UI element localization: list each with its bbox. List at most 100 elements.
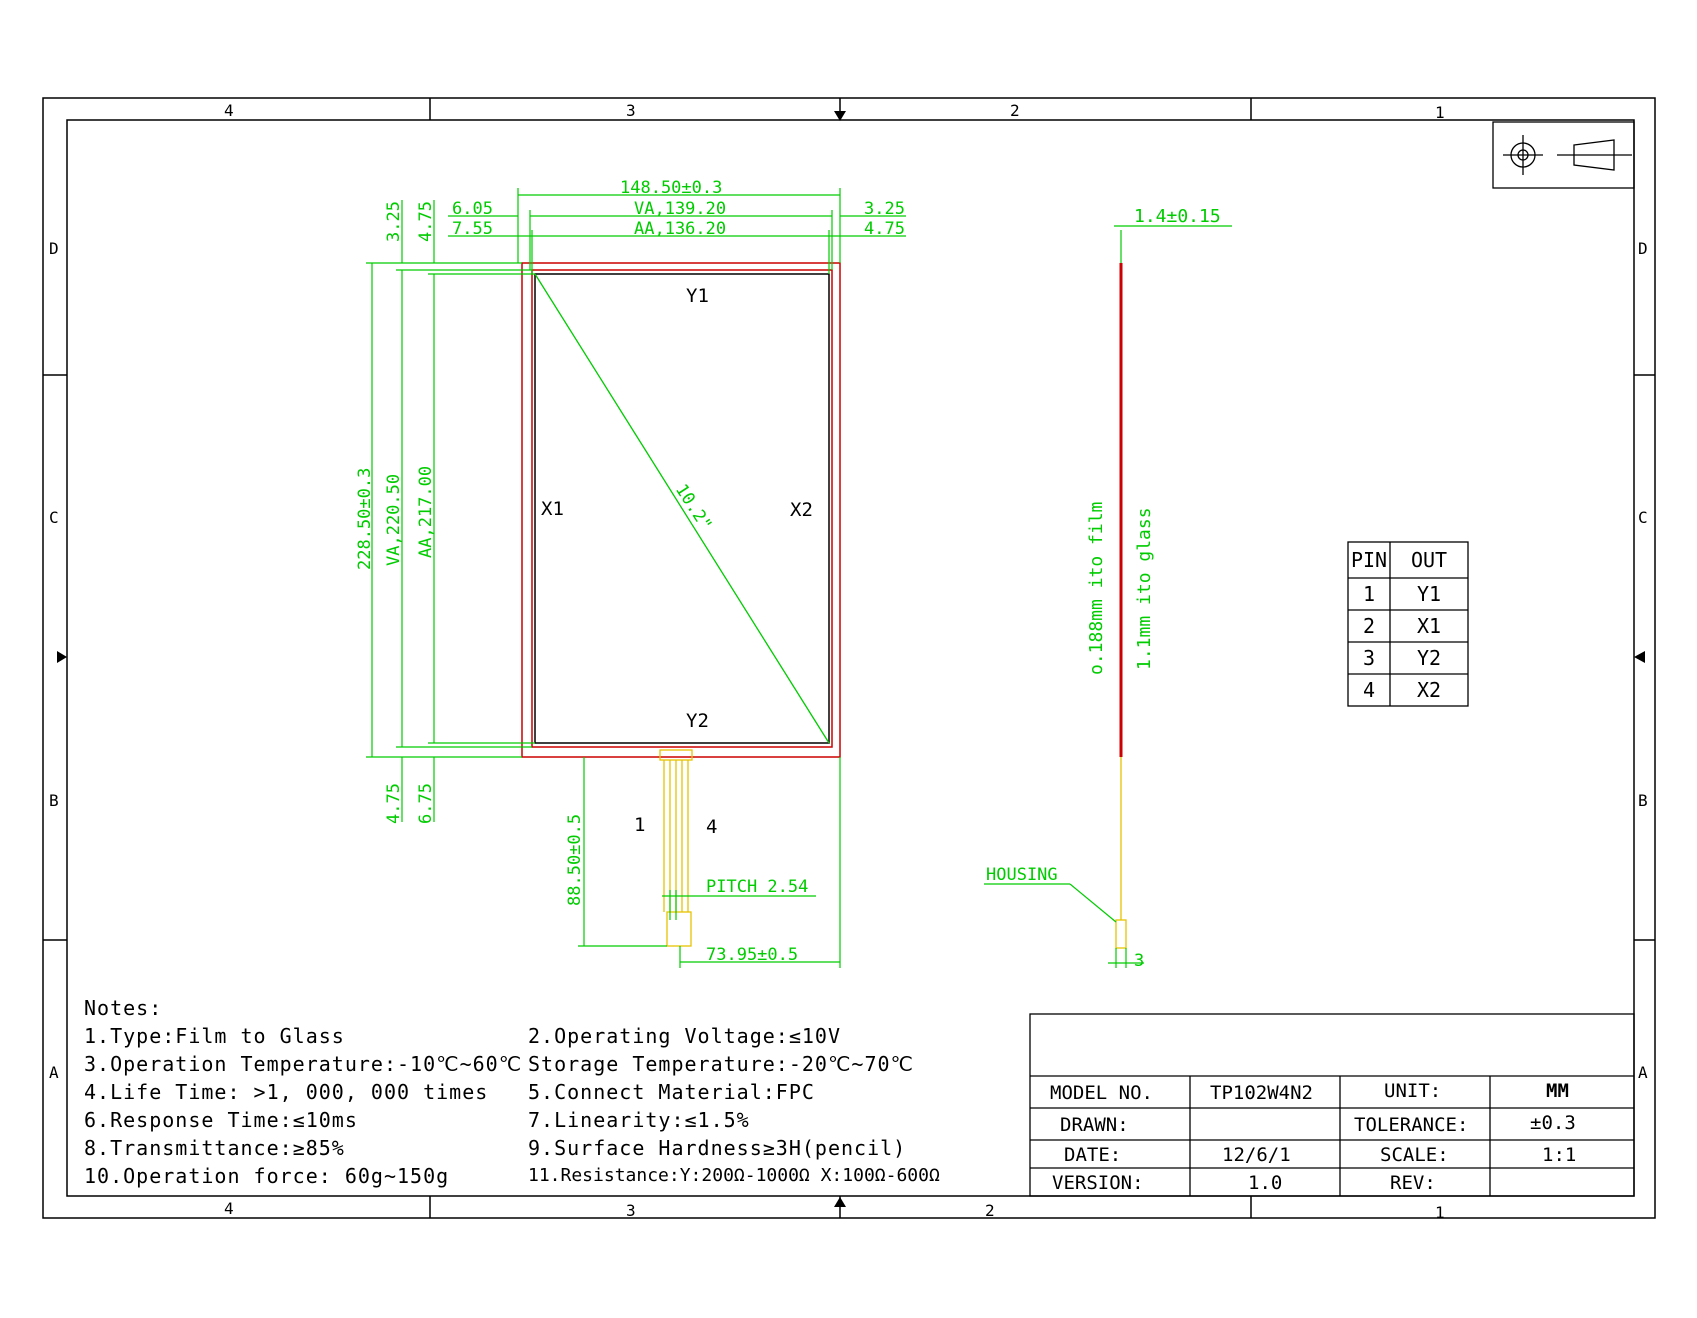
film-label: o.188mm ito film bbox=[1086, 502, 1107, 675]
tail-pin-4-label: 4 bbox=[706, 816, 717, 838]
dim-right-bottom: 4.75 bbox=[864, 219, 905, 239]
centering-marks bbox=[57, 98, 1645, 1218]
front-dimension-texts: 148.50±0.3 VA,139.20 AA,136.20 6.05 7.55… bbox=[355, 178, 905, 965]
rev-label: REV: bbox=[1390, 1172, 1436, 1194]
zone-left-b: B bbox=[49, 791, 59, 810]
zone-bottom-4: 4 bbox=[224, 1199, 234, 1218]
dim-right-top: 3.25 bbox=[864, 199, 905, 219]
side-view-texts: 1.4±0.15 o.188mm ito film 1.1mm ito glas… bbox=[986, 206, 1221, 971]
zone-right-c: C bbox=[1638, 508, 1648, 527]
sheet-frame bbox=[42, 97, 1656, 1219]
zone-right-a: A bbox=[1638, 1063, 1648, 1082]
pin-row-4-pin: 4 bbox=[1362, 678, 1376, 702]
version-label: VERSION: bbox=[1052, 1172, 1144, 1194]
zone-left-c: C bbox=[49, 508, 59, 527]
dim-thickness: 1.4±0.15 bbox=[1134, 206, 1221, 227]
pin-row-3-pin: 3 bbox=[1362, 646, 1376, 670]
dim-top-b: 4.75 bbox=[416, 201, 436, 242]
note-3: 3.Operation Temperature:-10℃~60℃ bbox=[84, 1052, 523, 1076]
zone-top-1: 1 bbox=[1435, 103, 1445, 122]
pin-table-grid bbox=[1347, 541, 1469, 707]
dim-top-a: 3.25 bbox=[384, 201, 404, 242]
dim-width-overall: 148.50±0.3 bbox=[620, 178, 722, 198]
projection-symbol bbox=[1492, 121, 1635, 189]
dim-tail-offset: 73.95±0.5 bbox=[706, 945, 798, 965]
arrow-right-icon bbox=[57, 651, 67, 663]
version-value: 1.0 bbox=[1248, 1172, 1283, 1194]
pin-row-4-out: X2 bbox=[1416, 678, 1442, 702]
front-dimension-lines bbox=[366, 188, 906, 968]
drawn-label: DRAWN: bbox=[1060, 1114, 1129, 1136]
note-7: 7.Linearity:≤1.5% bbox=[528, 1108, 750, 1132]
pin-row-2-pin: 2 bbox=[1362, 614, 1376, 638]
dim-height-aa: AA,217.00 bbox=[416, 466, 436, 558]
dim-bottom-a: 4.75 bbox=[384, 783, 404, 824]
notes-title: Notes: bbox=[84, 996, 163, 1020]
dim-pitch: PITCH 2.54 bbox=[706, 877, 808, 897]
housing-dim: 3 bbox=[1134, 951, 1144, 971]
zone-left-a: A bbox=[49, 1063, 59, 1082]
unit-value: MM bbox=[1546, 1080, 1569, 1102]
model-value: TP102W4N2 bbox=[1210, 1082, 1313, 1104]
diagonal-line bbox=[534, 273, 830, 744]
electrode-y1-label: Y1 bbox=[686, 285, 709, 307]
note-4: 4.Life Time: >1, 000, 000 times bbox=[84, 1080, 489, 1104]
zone-bottom-1: 1 bbox=[1435, 1203, 1445, 1222]
housing-label: HOUSING bbox=[986, 865, 1058, 885]
zone-labels: 4 3 2 1 4 3 2 1 D C B A D C B A bbox=[49, 101, 1648, 1222]
dim-width-aa: AA,136.20 bbox=[634, 219, 726, 239]
zone-right-d: D bbox=[1638, 239, 1648, 258]
note-9: 9.Surface Hardness≥3H(pencil) bbox=[528, 1136, 907, 1160]
pin-header-out: OUT bbox=[1410, 548, 1448, 572]
tolerance-label: TOLERANCE: bbox=[1354, 1114, 1469, 1136]
tolerance-value: ±0.3 bbox=[1530, 1112, 1576, 1134]
dim-left-bottom: 7.55 bbox=[452, 219, 493, 239]
outer-border bbox=[42, 97, 1656, 1219]
truncated-cone-icon bbox=[1573, 139, 1615, 171]
dim-left-top: 6.05 bbox=[452, 199, 493, 219]
electrode-y2-label: Y2 bbox=[686, 710, 709, 732]
dim-height-overall: 228.50±0.3 bbox=[355, 468, 375, 570]
zone-top-2: 2 bbox=[1010, 101, 1020, 120]
note-11: 11.Resistance:Y:200Ω-1000Ω X:100Ω-600Ω bbox=[528, 1165, 940, 1186]
unit-label: UNIT: bbox=[1384, 1080, 1442, 1102]
tail-pin-1-label: 1 bbox=[634, 814, 645, 836]
zone-left-d: D bbox=[49, 239, 59, 258]
electrode-x1-label: X1 bbox=[541, 498, 564, 520]
dim-width-va: VA,139.20 bbox=[634, 199, 726, 219]
note-6: 6.Response Time:≤10ms bbox=[84, 1108, 358, 1132]
touch-panel-front-view: 10.2" Y1 Y2 X1 X2 bbox=[521, 262, 841, 758]
scale-value: 1:1 bbox=[1542, 1144, 1577, 1166]
pin-row-2-out: X1 bbox=[1416, 614, 1442, 638]
note-5: 5.Connect Material:FPC bbox=[528, 1080, 815, 1104]
dim-height-va: VA,220.50 bbox=[384, 474, 404, 566]
viewing-area bbox=[531, 269, 833, 748]
note-1: 1.Type:Film to Glass bbox=[84, 1024, 345, 1048]
dim-bottom-b: 6.75 bbox=[416, 783, 436, 824]
electrode-x2-label: X2 bbox=[790, 499, 813, 521]
zone-top-4: 4 bbox=[224, 101, 234, 120]
scale-label: SCALE: bbox=[1380, 1144, 1449, 1166]
pin-row-1-out: Y1 bbox=[1416, 582, 1442, 606]
note-storage: Storage Temperature:-20℃~70℃ bbox=[528, 1052, 914, 1076]
model-label: MODEL NO. bbox=[1050, 1082, 1153, 1104]
note-2: 2.Operating Voltage:≤10V bbox=[528, 1024, 841, 1048]
glass-label: 1.1mm ito glass bbox=[1134, 507, 1155, 670]
panel-outline bbox=[521, 262, 841, 758]
pin-row-1-pin: 1 bbox=[1362, 582, 1376, 606]
dim-tail-length: 88.50±0.5 bbox=[565, 814, 585, 906]
zone-top-3: 3 bbox=[626, 101, 636, 120]
inner-border bbox=[66, 119, 1635, 1197]
fpc-tail bbox=[659, 749, 693, 947]
housing-connector bbox=[1115, 919, 1127, 949]
zone-bottom-2: 2 bbox=[985, 1201, 995, 1220]
pin-header-pin: PIN bbox=[1350, 548, 1388, 572]
date-value: 12/6/1 bbox=[1222, 1144, 1291, 1166]
zone-bottom-3: 3 bbox=[626, 1201, 636, 1220]
title-block-grid bbox=[1029, 1013, 1635, 1197]
note-8: 8.Transmittance:≥85% bbox=[84, 1136, 345, 1160]
note-10: 10.Operation force: 60g~150g bbox=[84, 1164, 450, 1188]
active-area bbox=[534, 273, 830, 744]
arrow-left-icon bbox=[1634, 651, 1645, 663]
